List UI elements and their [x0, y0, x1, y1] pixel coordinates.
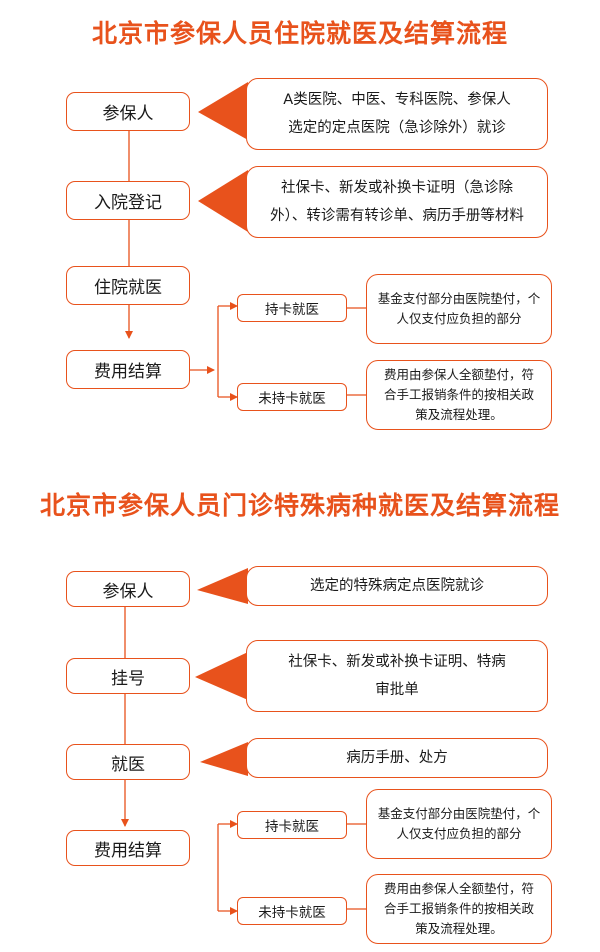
outpatient-note-hospital: 选定的特殊病定点医院就诊	[246, 566, 548, 606]
outpatient-step-treatment: 就医	[66, 744, 190, 780]
outpatient-branch-card-desc: 基金支付部分由医院垫付，个 人仅支付应负担的部分	[366, 789, 552, 859]
inpatient-branch-nocard-label: 未持卡就医	[237, 383, 347, 411]
inpatient-pointer-2	[198, 170, 248, 232]
inpatient-note-documents: 社保卡、新发或补换卡证明（急诊除 外）、转诊需有转诊单、病历手册等材料	[246, 166, 548, 238]
outpatient-pointer-2	[195, 652, 248, 700]
outpatient-title: 北京市参保人员门诊特殊病种就医及结算流程	[39, 491, 560, 520]
inpatient-step-treatment: 住院就医	[66, 266, 190, 305]
inpatient-branch-card-label: 持卡就医	[237, 294, 347, 322]
inpatient-pointer-1	[198, 82, 248, 140]
outpatient-note-documents: 社保卡、新发或补换卡证明、特病 审批单	[246, 640, 548, 712]
inpatient-title: 北京市参保人员住院就医及结算流程	[91, 19, 508, 48]
inpatient-branch-card-desc: 基金支付部分由医院垫付，个 人仅支付应负担的部分	[366, 274, 552, 344]
outpatient-branch-card-label: 持卡就医	[237, 811, 347, 839]
outpatient-step-insured: 参保人	[66, 571, 190, 607]
inpatient-step-admission: 入院登记	[66, 181, 190, 220]
outpatient-step-settlement: 费用结算	[66, 830, 190, 866]
outpatient-pointer-1	[197, 568, 248, 604]
outpatient-branch-nocard-label: 未持卡就医	[237, 897, 347, 925]
inpatient-step-insured: 参保人	[66, 92, 190, 131]
outpatient-note-records: 病历手册、处方	[246, 738, 548, 778]
outpatient-branch-nocard-desc: 费用由参保人全额垫付，符 合手工报销条件的按相关政 策及流程处理。	[366, 874, 552, 944]
inpatient-branch-nocard-desc: 费用由参保人全额垫付，符 合手工报销条件的按相关政 策及流程处理。	[366, 360, 552, 430]
outpatient-pointer-3	[200, 742, 248, 776]
inpatient-step-settlement: 费用结算	[66, 350, 190, 389]
outpatient-step-registration: 挂号	[66, 658, 190, 694]
inpatient-note-hospital: A类医院、中医、专科医院、参保人 选定的定点医院（急诊除外）就诊	[246, 78, 548, 150]
